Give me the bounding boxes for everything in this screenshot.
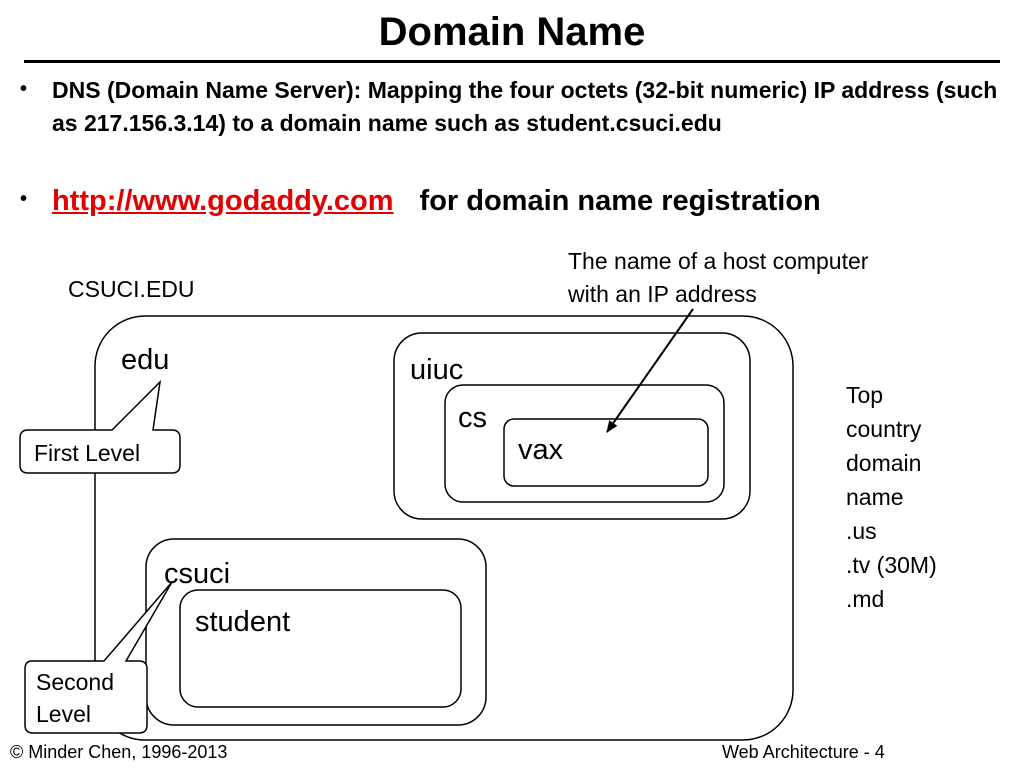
vax-host-box <box>503 418 709 487</box>
cs-label: cs <box>458 402 487 434</box>
country-line: domain <box>846 450 922 476</box>
second-level-callout <box>24 581 173 734</box>
bullet-dns-text: DNS (Domain Name Server): Mapping the fo… <box>52 77 998 136</box>
second-level-label-2: Level <box>36 701 91 727</box>
host-note-line-1: The name of a host computer <box>568 248 869 274</box>
uiuc-label: uiuc <box>410 354 464 386</box>
bullet-marker: • <box>20 188 28 210</box>
country-line: .tv (30M) <box>846 552 937 578</box>
footer-page-label: Web Architecture - 4 <box>722 742 885 762</box>
godaddy-link[interactable]: http://www.godaddy.com <box>52 185 394 217</box>
host-pointer-arrow <box>606 308 694 433</box>
edu-label: edu <box>121 344 170 376</box>
country-line: name <box>846 484 904 510</box>
csuci-domain-box <box>145 538 487 726</box>
bullet-marker: • <box>20 78 28 100</box>
slide-title: Domain Name <box>378 10 646 54</box>
title-rule <box>24 60 1000 63</box>
zone-label: CSUCI.EDU <box>68 276 195 302</box>
country-line: country <box>846 416 922 442</box>
bullet-registration: http://www.godaddy.com for domain name re… <box>52 183 821 219</box>
edu-domain-box <box>94 315 794 741</box>
second-level-label-1: Second <box>36 669 115 695</box>
csuci-label: csuci <box>164 558 231 590</box>
host-note-line-2: with an IP address <box>568 281 757 307</box>
cs-domain-box <box>444 384 725 503</box>
first-level-callout <box>19 379 181 474</box>
uiuc-domain-box <box>393 332 751 520</box>
country-line: Top <box>846 382 884 408</box>
footer-copyright: © Minder Chen, 1996-2013 <box>10 742 228 762</box>
country-line: .md <box>846 586 885 612</box>
registration-text: for domain name registration <box>419 185 821 217</box>
student-label: student <box>195 606 291 638</box>
first-level-label: First Level <box>34 440 141 466</box>
country-line: .us <box>846 518 877 544</box>
vax-label: vax <box>518 434 564 466</box>
student-host-box <box>179 589 462 708</box>
